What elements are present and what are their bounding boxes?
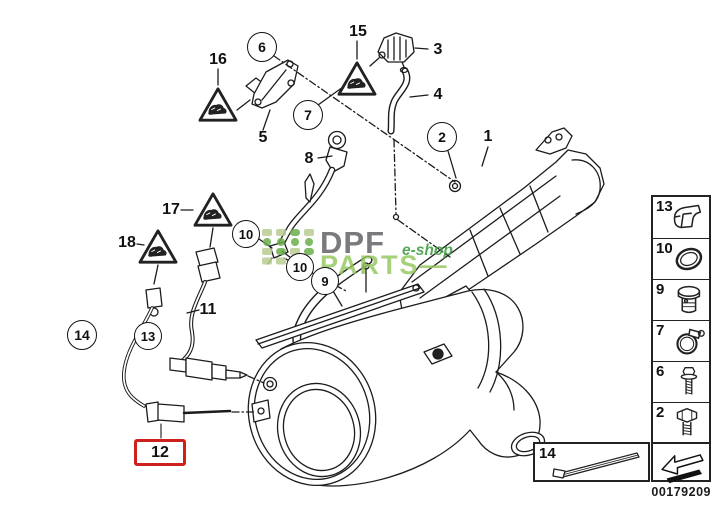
balloon-6[interactable]: 6 (247, 32, 277, 62)
mounting-strap-drawing (255, 262, 425, 349)
legend-item-14[interactable]: 14 (533, 442, 650, 482)
callout-8[interactable]: 8 (304, 150, 314, 167)
balloon-9[interactable]: 9 (311, 267, 339, 295)
dpf-canister-drawing (247, 288, 546, 487)
callout-15[interactable]: 15 (349, 23, 367, 40)
support-bracket-drawing (398, 127, 605, 316)
balloon-10b[interactable]: 10 (286, 253, 314, 281)
stud-bolt-icon (680, 367, 698, 395)
legend-item-9[interactable]: 9 (653, 279, 709, 320)
legend-num-13: 13 (656, 198, 673, 215)
legend-item-10[interactable]: 10 (653, 238, 709, 279)
highlighted-callout-12[interactable]: 12 (134, 439, 186, 466)
callout-16[interactable]: 16 (209, 51, 227, 68)
balloon-14[interactable]: 14 (67, 320, 97, 350)
callout-4[interactable]: 4 (433, 86, 443, 103)
balloon-10a[interactable]: 10 (232, 220, 260, 248)
callout-3[interactable]: 3 (433, 41, 443, 58)
callout-5[interactable]: 5 (258, 129, 268, 146)
callout-11[interactable]: 11 (199, 301, 217, 318)
legend-item-6[interactable]: 6 (653, 361, 709, 402)
hex-bolt-icon (676, 407, 698, 436)
legend-item-2[interactable]: 2 (653, 402, 709, 443)
pressure-hose-drawing (387, 66, 411, 135)
warning-triangle-15-icon (337, 61, 377, 96)
fastener-legend-table: 13 10 9 (651, 195, 711, 445)
callout-18[interactable]: 18 (118, 234, 136, 251)
callout-1[interactable]: 1 (483, 128, 493, 145)
pressure-sensor-drawing (377, 32, 415, 73)
temp-sensor-drawing (122, 287, 232, 439)
diagram-part-number: 00179209 (651, 485, 711, 499)
control-module-drawing (245, 59, 299, 109)
legend-num-2: 2 (656, 404, 665, 421)
legend-num-9: 9 (656, 281, 665, 298)
cable-tie-icon (552, 452, 640, 479)
direction-arrow-icon (661, 454, 704, 484)
legend-item-13[interactable]: 13 (653, 197, 709, 238)
lambda-sensor-drawing (169, 247, 248, 381)
legend-item-7[interactable]: 7 (653, 320, 709, 361)
balloon-7[interactable]: 7 (293, 100, 323, 130)
legend-num-14: 14 (539, 445, 556, 462)
label-leader-lines (136, 40, 489, 314)
hose-clamp-icon (676, 328, 705, 355)
callout-17[interactable]: 17 (162, 201, 180, 218)
warning-triangle-18-icon (138, 229, 178, 264)
retaining-clip-icon (673, 204, 702, 229)
warning-triangle-17-icon (193, 192, 233, 227)
legend-num-6: 6 (656, 363, 665, 380)
balloon-2[interactable]: 2 (427, 122, 457, 152)
balloon-13[interactable]: 13 (134, 322, 162, 350)
legend-num-10: 10 (656, 240, 673, 257)
direction-arrow-cell[interactable] (651, 442, 711, 484)
o-ring-icon (675, 247, 703, 271)
warning-triangle-16-icon (198, 87, 238, 122)
screw-plug-icon (677, 285, 701, 314)
legend-num-7: 7 (656, 322, 665, 339)
